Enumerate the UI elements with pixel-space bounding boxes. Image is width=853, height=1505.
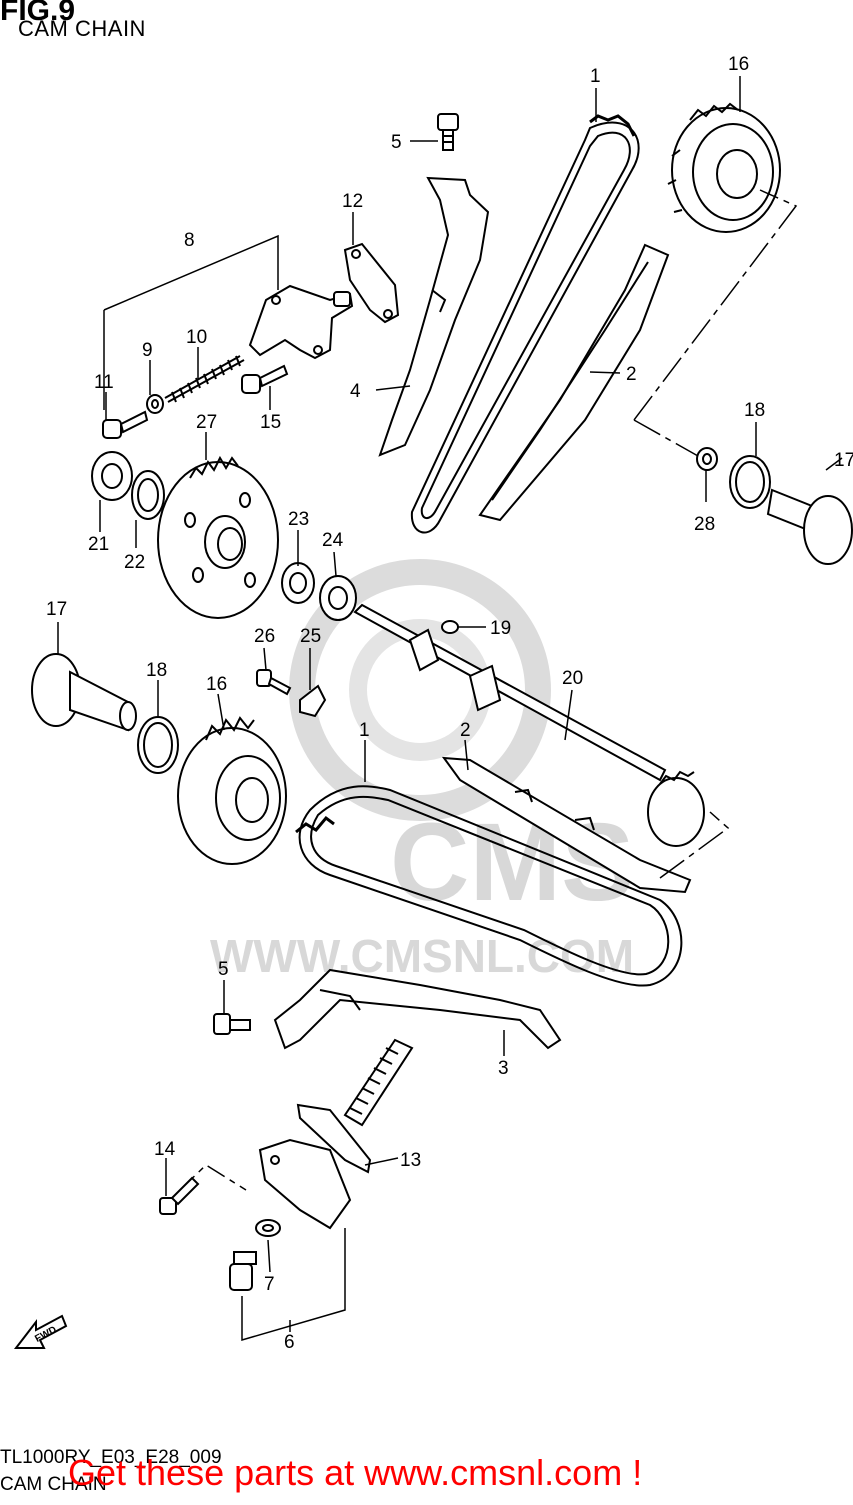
callout-22: 22	[124, 552, 145, 573]
callout-16-lower: 16	[206, 674, 227, 695]
bearing-24	[319, 575, 357, 621]
callout-17-right: 17	[834, 450, 853, 471]
bolt-5-top	[437, 113, 459, 151]
tensioner-13	[258, 1038, 414, 1230]
callout-6: 6	[284, 1332, 295, 1353]
callout-16: 16	[728, 54, 749, 75]
washer-28	[696, 447, 718, 471]
callout-15: 15	[260, 412, 281, 433]
upper-chain-guide	[478, 243, 670, 522]
fwd-arrow-icon: FWD	[13, 1314, 68, 1349]
callout-28: 28	[694, 514, 715, 535]
watermark-url: WWW.CMSNL.COM	[210, 930, 634, 982]
tensioner-assembly-8	[248, 284, 354, 360]
callout-5: 5	[391, 132, 402, 153]
callout-27: 27	[196, 412, 217, 433]
spring-10	[164, 355, 245, 403]
washer-22	[131, 470, 165, 520]
callout-12: 12	[342, 191, 363, 212]
bolt-11	[102, 410, 149, 439]
callout-2: 2	[626, 364, 637, 385]
washer-9	[146, 394, 164, 414]
callout-5-lower: 5	[218, 959, 229, 980]
callout-11: 11	[94, 372, 114, 393]
bolt-26	[256, 669, 292, 696]
callout-18-right: 18	[744, 400, 765, 421]
callout-3: 3	[498, 1058, 509, 1079]
lower-cam-sprocket	[177, 716, 287, 865]
watermark-brand: CMS	[390, 801, 634, 924]
right-shaft-17	[766, 488, 853, 565]
diagram-code: TL1000RY_E03_E28_009	[0, 1447, 222, 1468]
callout-13: 13	[400, 1150, 421, 1171]
idler-sprocket-27	[157, 455, 279, 619]
tensioner-shoe-3	[273, 968, 562, 1050]
callout-25: 25	[300, 626, 321, 647]
pin-19	[441, 620, 459, 634]
leader-lines	[57, 76, 843, 1341]
callout-18-left: 18	[146, 660, 167, 681]
oil-seal-21	[91, 451, 133, 501]
callout-1: 1	[590, 66, 601, 87]
callout-24: 24	[322, 530, 344, 551]
callout-26: 26	[254, 626, 275, 647]
watermark-ring	[289, 559, 551, 821]
lower-cam-chain	[295, 785, 683, 987]
left-shaft-17	[31, 653, 137, 732]
callout-7: 7	[264, 1274, 275, 1295]
figure-title: FIG.9	[0, 0, 76, 27]
callout-20: 20	[562, 668, 583, 689]
plug-bolt	[229, 1251, 257, 1291]
washer-7	[255, 1219, 281, 1237]
o-ring-18-left	[137, 716, 179, 774]
callout-1-lower: 1	[359, 720, 370, 741]
callout-23: 23	[288, 509, 309, 530]
callout-19: 19	[490, 618, 511, 639]
callout-9: 9	[142, 340, 153, 361]
callout-17-left: 17	[46, 599, 67, 620]
callout-14: 14	[154, 1139, 176, 1160]
callout-2-lower: 2	[460, 720, 471, 741]
callout-4: 4	[350, 381, 361, 402]
figure-subtitle: CAM CHAIN	[18, 16, 146, 41]
stopper-25	[299, 684, 327, 718]
bearing-23	[281, 562, 315, 604]
idler-shaft-20	[353, 603, 705, 847]
upper-cam-sprocket	[667, 102, 781, 233]
promo-link[interactable]: Get these parts at www.cmsnl.com !	[68, 1452, 643, 1493]
bottom-title: CAM CHAIN	[0, 1474, 107, 1495]
lower-chain-guide	[441, 756, 692, 894]
gasket-12	[343, 242, 400, 324]
bolt-15	[241, 364, 289, 394]
callout-10: 10	[186, 327, 207, 348]
callouts: 1 16 5 12 8 2 4 9 10 11 15 27 18 17 28 2…	[46, 54, 853, 1353]
fwd-label: FWD	[33, 1324, 58, 1344]
o-ring-18-right	[729, 455, 771, 509]
bolt-5-lower	[213, 1013, 251, 1035]
callout-8: 8	[184, 230, 195, 251]
callout-21: 21	[88, 534, 109, 555]
watermark: CMS WWW.CMSNL.COM	[210, 559, 634, 982]
